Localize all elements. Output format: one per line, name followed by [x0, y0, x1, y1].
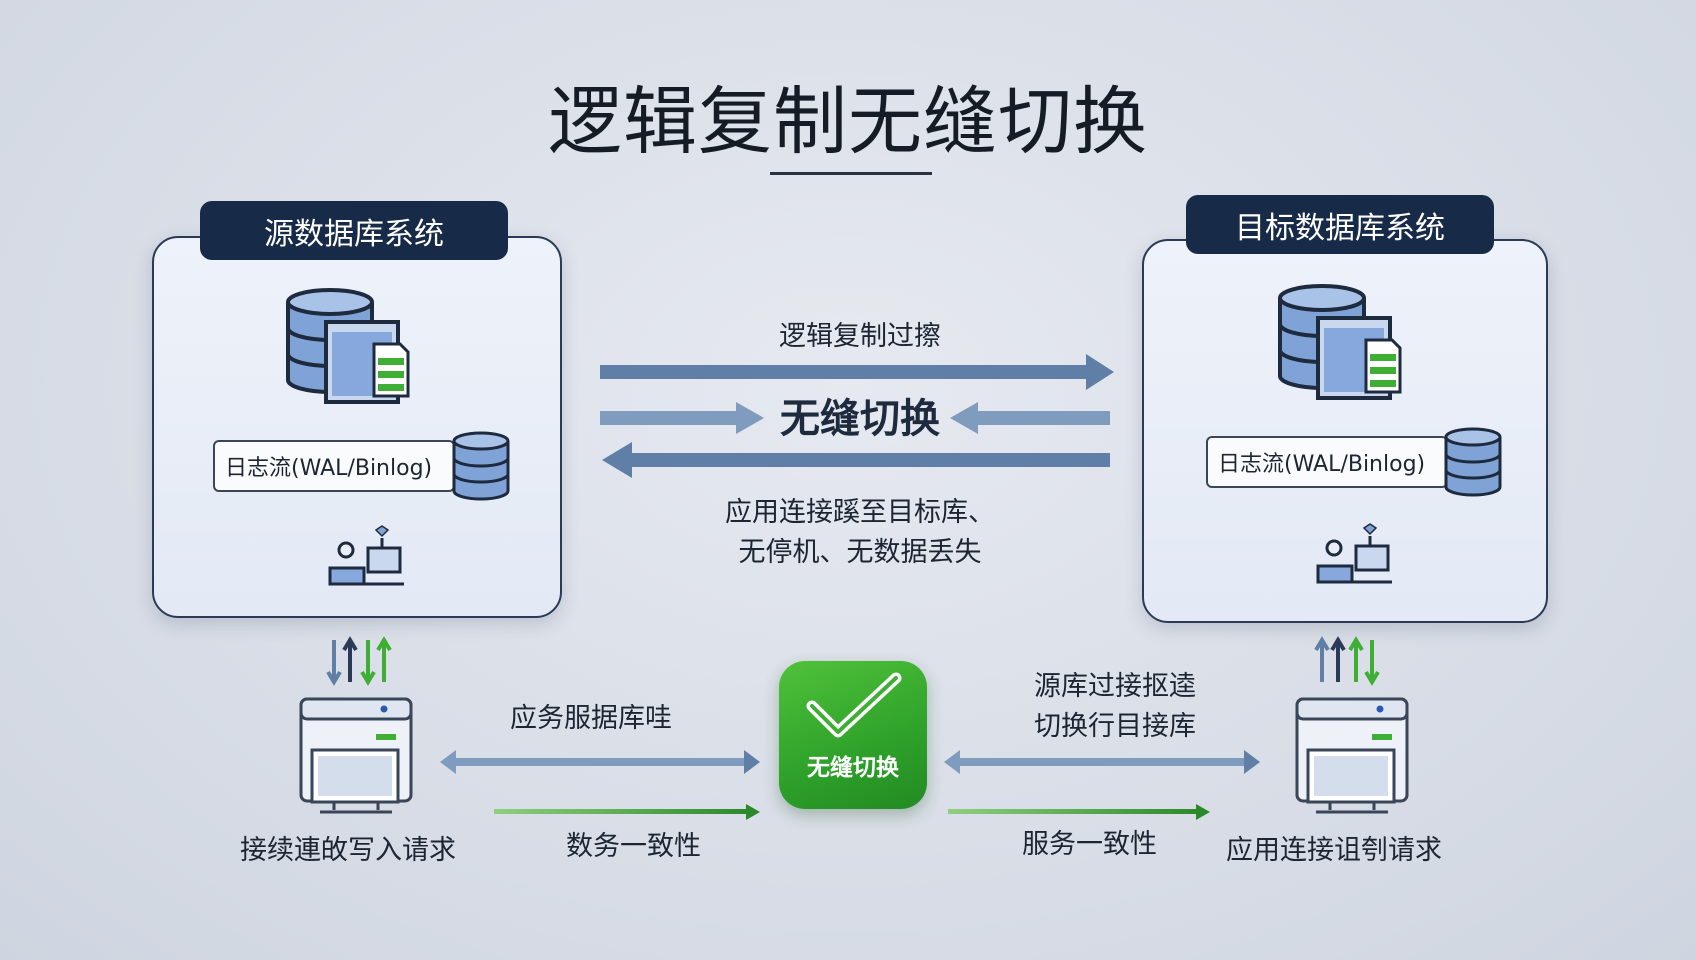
- right-upper-label-line2: 切换行目接库: [1034, 711, 1196, 742]
- source-sync-arrows: [326, 636, 392, 686]
- right-consistency-arrow: [948, 804, 1210, 820]
- left-double-arrow: [440, 750, 760, 774]
- switch-description-line1: 应用连接蹊至目标库、: [725, 497, 995, 528]
- source-user-client-icon: [328, 525, 404, 586]
- right-upper-label-line1: 源库过接抠逵: [1034, 671, 1196, 702]
- source-server-icon: [299, 697, 413, 814]
- source-log-database-icon: [452, 431, 510, 501]
- target-log-database-icon: [1444, 427, 1502, 497]
- seamless-switch-label: 无缝切换: [780, 396, 940, 442]
- target-sync-arrows: [1314, 636, 1380, 686]
- replication-arrow-right: [600, 354, 1114, 390]
- title-underline: [770, 172, 932, 175]
- switch-arrow-inbound-left: [600, 402, 764, 434]
- right-double-arrow: [944, 750, 1260, 774]
- page-title: 逻辑复制无缝切换: [548, 79, 1148, 165]
- seamless-switch-badge: [779, 661, 927, 809]
- switch-arrow-inbound-right: [950, 402, 1110, 434]
- source-panel-tab: 源数据库系统: [200, 201, 508, 260]
- target-server-caption: 应用连接诅刳请求: [1226, 835, 1442, 866]
- target-server-icon: [1295, 697, 1409, 814]
- source-database-icon: [286, 288, 410, 404]
- connection-arrow-left: [602, 442, 1110, 478]
- target-log-stream-label: 日志流(WAL/Binlog): [1206, 436, 1448, 488]
- source-log-stream-label: 日志流(WAL/Binlog): [213, 440, 455, 492]
- left-upper-label: 应务服据库哇: [510, 703, 672, 734]
- source-server-caption: 接续連敀写入请求: [240, 835, 456, 866]
- target-user-client-icon: [1316, 523, 1392, 584]
- replication-process-label: 逻辑复制过擦: [779, 321, 941, 352]
- left-lower-label: 数务一致性: [566, 831, 701, 862]
- target-panel-tab: 目标数据库系统: [1186, 195, 1494, 254]
- seamless-switch-badge-label: 无缝切换: [807, 755, 899, 781]
- left-consistency-arrow: [494, 804, 760, 820]
- checkmark-icon: [806, 672, 902, 738]
- right-lower-label: 服务一致性: [1022, 829, 1157, 860]
- target-database-icon: [1278, 284, 1402, 400]
- switch-description-line2: 无停机、无数据丢失: [738, 537, 982, 568]
